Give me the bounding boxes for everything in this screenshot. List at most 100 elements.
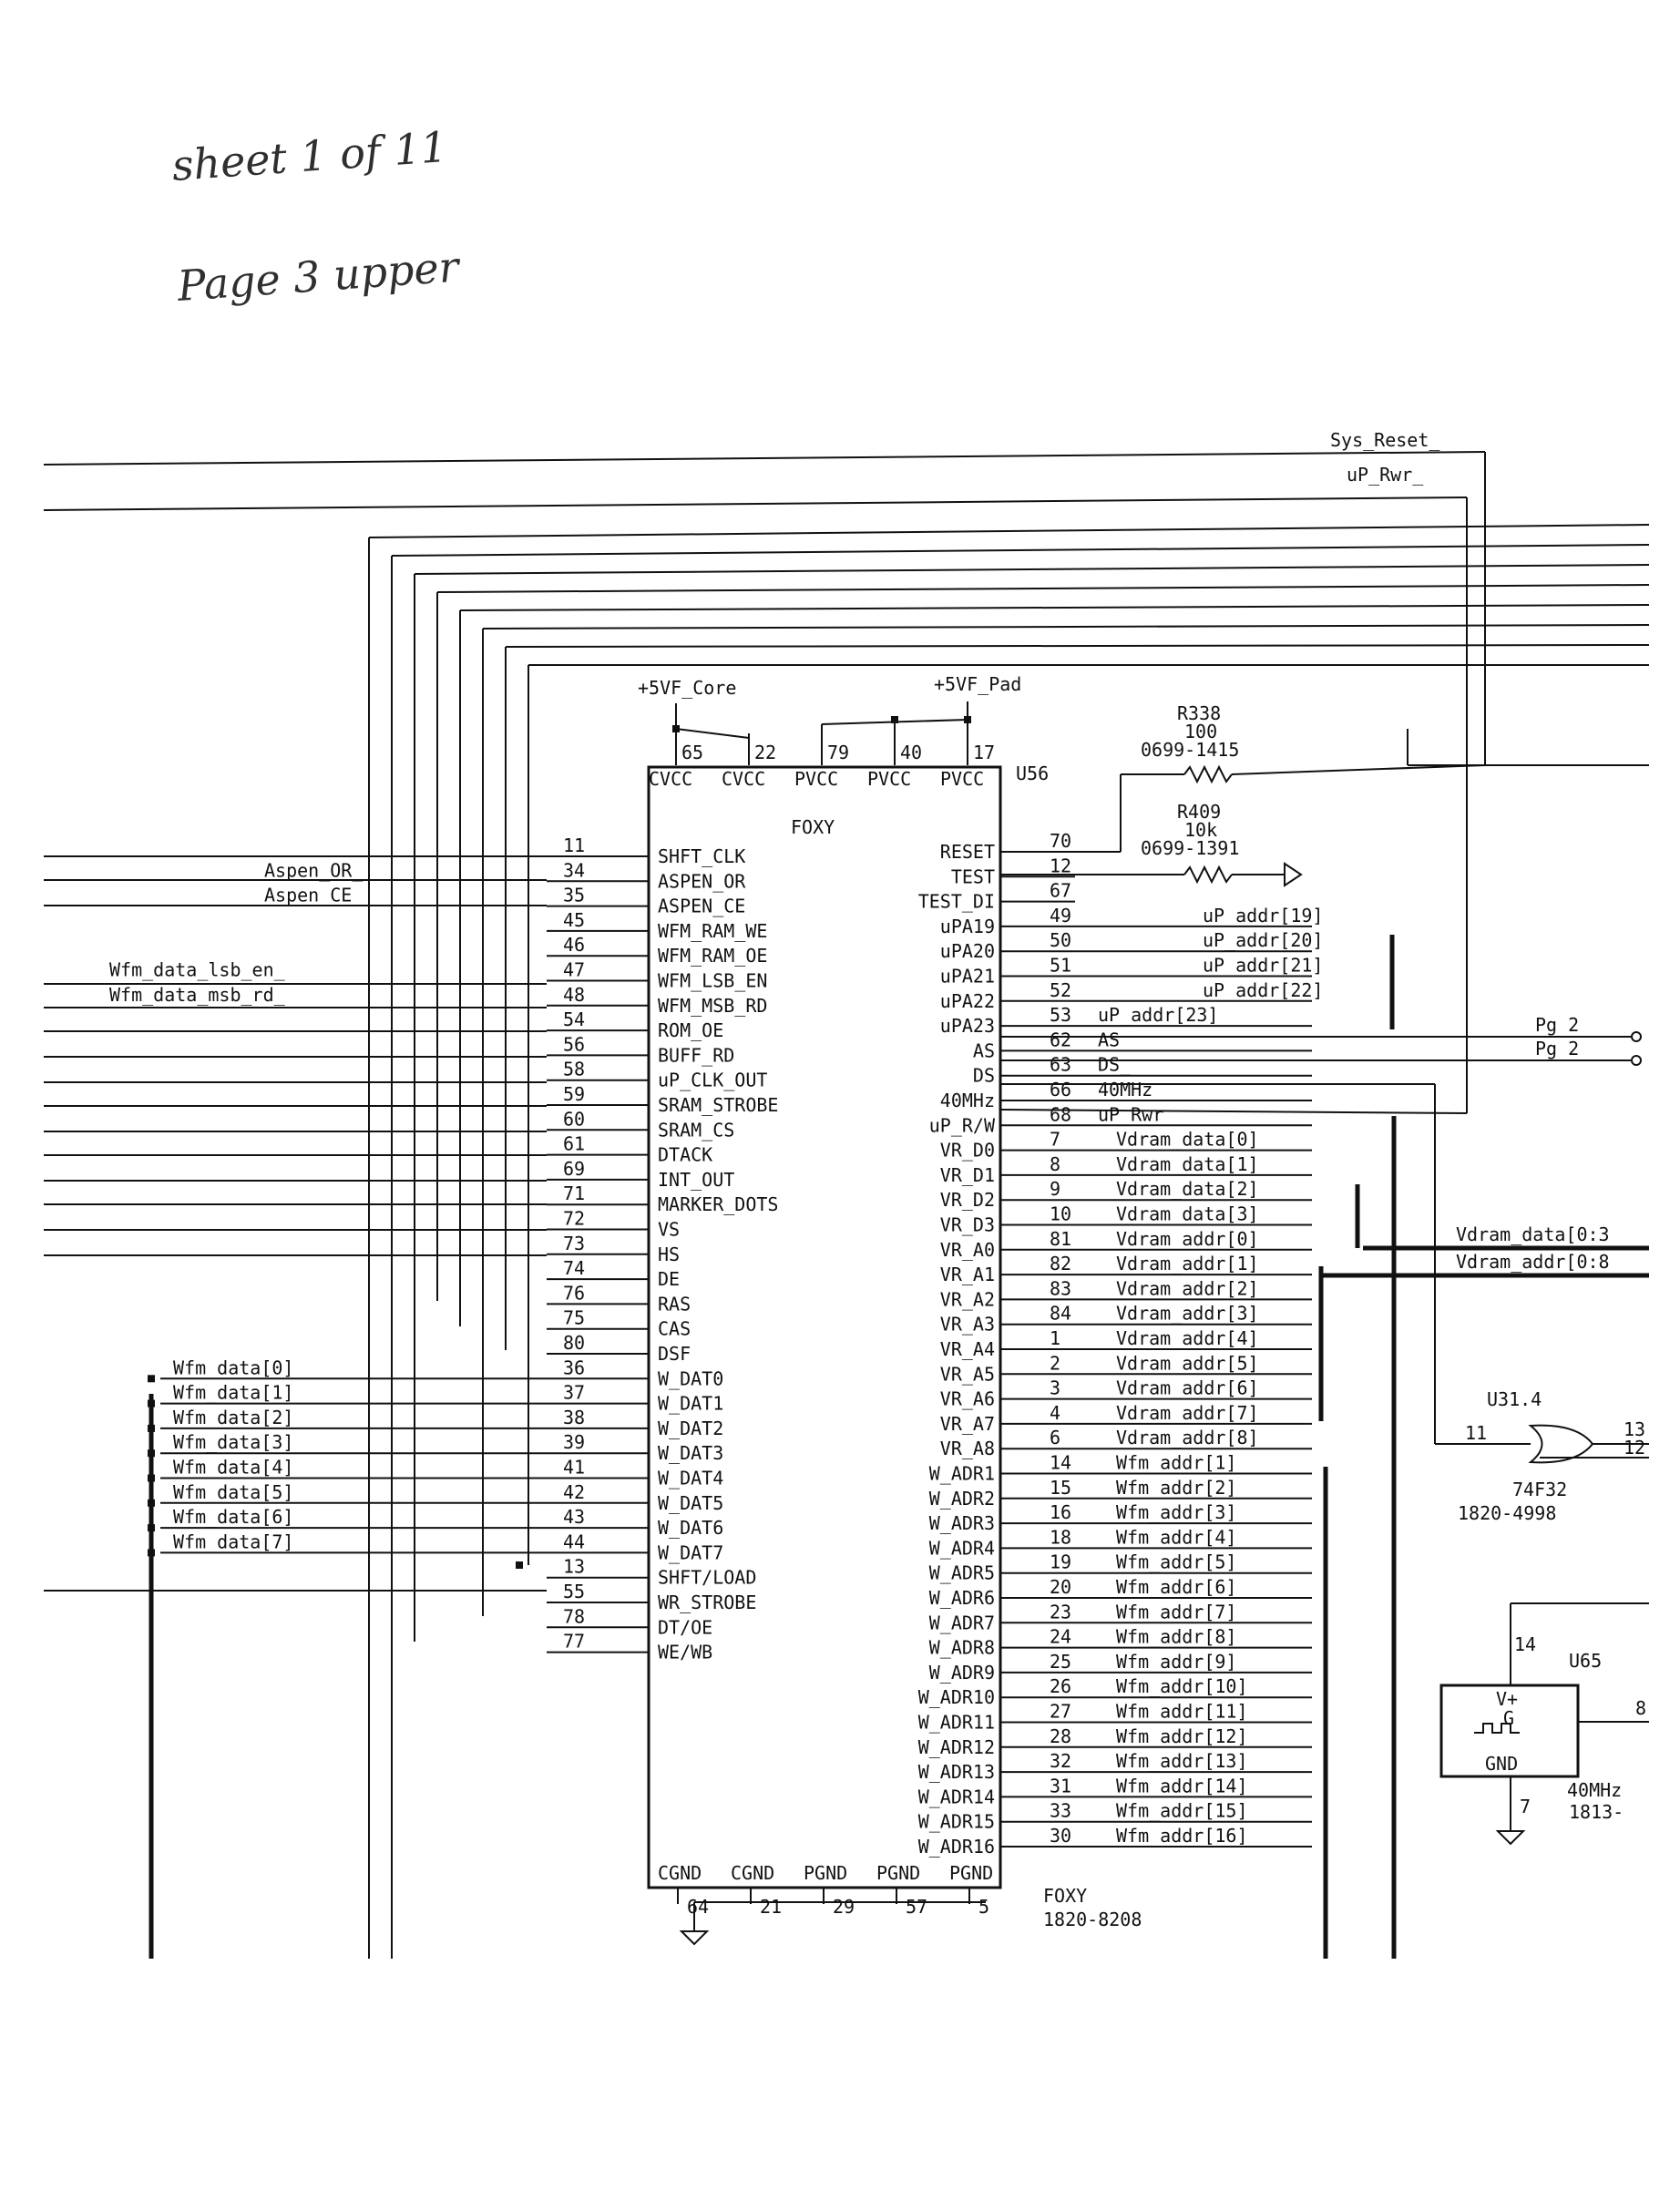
u56-right-pin-name: RESET [940,841,995,863]
u56-right-pin-name: 40MHz [940,1090,995,1111]
u56-left-pin-number: 60 [563,1108,585,1130]
u56-left-pin-number: 36 [563,1356,585,1378]
u56-part-number: 1820-8208 [1043,1909,1142,1930]
u56-right-net-label: Wfm_addr[10] [1116,1675,1248,1697]
u56-right-pin-name: uPA21 [940,966,995,988]
u56-left-pin-number: 11 [563,834,585,856]
u56-right-pin-number: 15 [1050,1477,1071,1499]
u56-right-pin-name: uPA20 [940,940,995,962]
u56-right-pin-number: 30 [1050,1825,1071,1847]
u56-left-pin-number: 45 [563,909,585,931]
u56-power-pin-number: 22 [754,742,776,763]
u56-right-net-label: Wfm_addr[9] [1116,1651,1236,1673]
power-rail-wires [672,701,971,765]
u65-part-number: 1813- [1569,1801,1624,1823]
control-wires [999,935,1649,1959]
u56-right-pin-number: 9 [1050,1178,1060,1200]
u56-left-pin-name: SRAM_CS [658,1119,734,1141]
u56-left-pin-number: 39 [563,1431,585,1453]
u56-right-pin-name: AS [973,1039,995,1061]
power-label-pad: +5VF_Pad [934,673,1021,695]
u56-right-pin-name: W_ADR12 [918,1736,995,1758]
u56-ground-pin-name: CGND [658,1862,702,1884]
u56-right-pin-number: 51 [1050,955,1071,977]
u56-right-pin-name: uPA19 [940,916,995,937]
u56-left-pin-number: 80 [563,1332,585,1354]
u56-left-pin-name: DTACK [658,1144,712,1166]
u56-ground-pin-name: PGND [876,1862,920,1884]
u56-left-pin-number: 47 [563,959,585,981]
r338-value: 100 [1184,721,1217,742]
offpage-as: Pg 2 [1535,1014,1579,1036]
u56-right-pin-number: 3 [1050,1377,1060,1399]
u56-power-pin-name: CVCC [722,768,765,790]
u56-right-net-label: Vdram_data[1] [1116,1153,1259,1175]
u56-left-pin-number: 71 [563,1182,585,1204]
net-label-up-rwr: uP_Rwr_ [1347,464,1424,486]
u56-left-pin-name: DT/OE [658,1616,712,1638]
u56-left-pin-number: 55 [563,1581,585,1602]
u56-right-pin-number: 12 [1050,855,1071,876]
r409-part-number: 0699-1391 [1141,837,1239,859]
u56-left-pin-name: W_DAT6 [658,1517,723,1539]
u56-left-pin-name: uP_CLK_OUT [658,1070,767,1091]
u56-ground-pin-number: 5 [978,1896,989,1918]
u56-right-net-label: Vdram_data[2] [1116,1178,1259,1200]
u56-right-pin-name: uP_R/W [929,1114,996,1136]
u65-refdes: U65 [1569,1650,1602,1672]
u56-left-pin-name: SRAM_STROBE [658,1094,778,1116]
u56-right-net-label: Wfm_addr[2] [1116,1477,1236,1499]
u56-right-pin-number: 67 [1050,880,1071,902]
u56-right-pin-name: TEST [951,865,995,887]
u56-left-net-label: Wfm_data_msb_rd_ [109,984,286,1006]
r338-refdes: R338 [1177,702,1221,724]
u56-right-net-label: Wfm_addr[14] [1116,1775,1248,1796]
u56-right-pin-name: VR_A3 [940,1314,995,1336]
u56-ground-pin-number: 29 [833,1896,855,1918]
u56-right-pin-number: 33 [1050,1800,1071,1822]
u56-right-pin-name: VR_D3 [940,1214,995,1236]
u56-left-pin-name: W_DAT4 [658,1468,723,1489]
u56-left-pin-number: 38 [563,1407,585,1428]
u56-ground-pin-name: PGND [804,1862,847,1884]
u56-left-pin-number: 48 [563,984,585,1006]
u56-right-net-label: Vdram_addr[1] [1116,1253,1259,1274]
u56-right-pin-name: VR_D0 [940,1140,995,1162]
u56-right-net-label: Vdram_addr[7] [1116,1402,1259,1424]
u56-name: FOXY [791,816,835,838]
u56-right-net-label: uP_Rwr_ [1098,1103,1175,1125]
u56-ground-pin-name: CGND [731,1862,774,1884]
u56-left-pin-name: W_DAT5 [658,1492,723,1514]
u56-left-pin-name: RAS [658,1293,691,1315]
u56-left-pin-name: W_DAT0 [658,1367,723,1389]
u56-right-pin-number: 26 [1050,1675,1071,1697]
u56-right-pin-name: W_ADR10 [918,1686,995,1708]
u56-left-pin-number: 43 [563,1506,585,1528]
u31-or-gate [1528,1424,1649,1464]
u56-right-pin-name: W_ADR6 [929,1587,995,1609]
u65-vplus: V+ [1496,1688,1518,1710]
u56-ground-pin-number: 21 [760,1896,782,1918]
u56-left-net-label: Wfm_data[6] [173,1506,293,1528]
u56-left-pin-number: 41 [563,1457,585,1479]
u56-left-net-label: Wfm_data[7] [173,1530,293,1552]
u56-right-pin-number: 4 [1050,1402,1060,1424]
u56-right-pin-number: 53 [1050,1004,1071,1026]
u56-power-pin-number: 40 [900,742,922,763]
power-label-core: +5VF_Core [638,677,736,699]
u56-right-pin-number: 63 [1050,1054,1071,1076]
u56-right-pin-number: 14 [1050,1452,1071,1474]
u56-left-pin-name: INT_OUT [658,1169,734,1191]
u56-right-pin-number: 62 [1050,1029,1071,1050]
u56-right-net-label: Vdram_addr[4] [1116,1327,1259,1349]
u56-power-pin-name: PVCC [867,768,911,790]
u56-right-pin-name: VR_A4 [940,1338,995,1360]
u56-right-net-label: uP_addr[20] [1203,929,1323,951]
u56-refdes: U56 [1016,763,1049,784]
u56-left-pin-number: 72 [563,1208,585,1230]
u56-left-net-label: Wfm_data[0] [173,1356,293,1378]
offpage-ds: Pg 2 [1535,1038,1579,1059]
u56-right-pin-number: 19 [1050,1551,1071,1573]
u65-pin-vcc: 14 [1514,1633,1536,1655]
u56-right-net-label: Wfm_addr[8] [1116,1626,1236,1648]
